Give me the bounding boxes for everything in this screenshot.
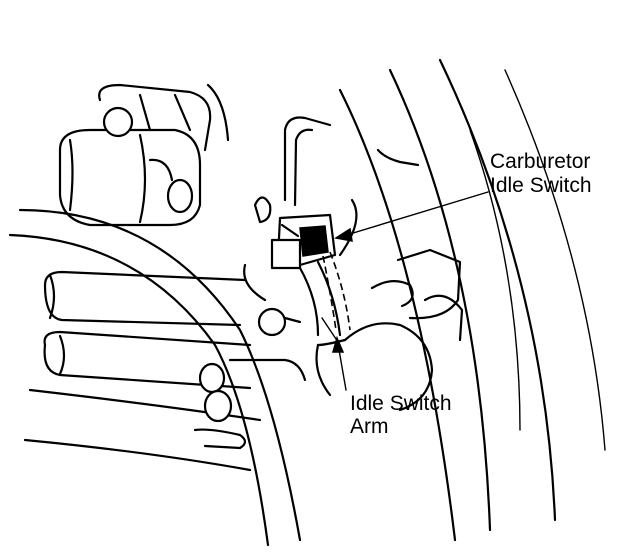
idle-switch-arm [298, 251, 351, 346]
lower-fittings [193, 358, 307, 450]
idle-switch-label-line2: Idle Switch [490, 174, 592, 197]
right-housing [338, 58, 606, 542]
switch-arm-label-line1: Idle Switch [350, 392, 452, 415]
idle-switch-body [270, 213, 337, 270]
mid-nut [243, 263, 302, 337]
fitting-head [58, 128, 202, 227]
left-hoses [23, 270, 262, 472]
arc-tube [8, 208, 302, 547]
switch-arm-label-line2: Arm [350, 415, 389, 438]
upper-bracket [98, 83, 230, 152]
callout-leaders [332, 191, 489, 391]
middle-bracket [253, 116, 358, 257]
idle-switch-label-line1: Carburetor [490, 150, 590, 173]
